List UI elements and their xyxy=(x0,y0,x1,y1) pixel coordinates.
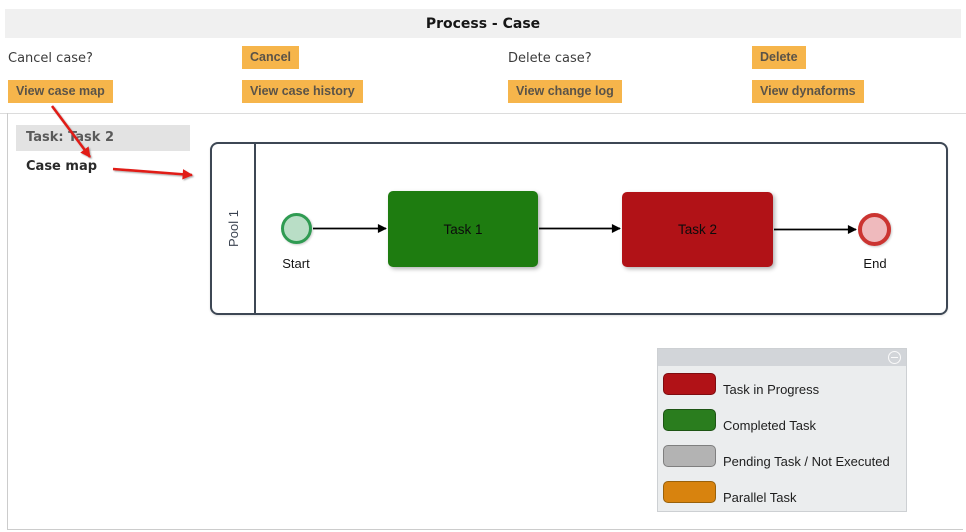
content-panel-border xyxy=(7,113,963,530)
legend-swatch-in-progress xyxy=(663,373,716,395)
legend-item: Pending Task / Not Executed xyxy=(663,445,906,469)
cancel-case-question: Cancel case? xyxy=(8,51,93,66)
legend-item: Parallel Task xyxy=(663,481,906,505)
sidebar-item-case-map: Case map xyxy=(26,159,98,174)
page-title: Process - Case xyxy=(425,15,541,32)
task-2-label: Task 2 xyxy=(677,222,718,237)
view-change-log-button[interactable]: View change log xyxy=(508,80,622,103)
legend-swatch-parallel xyxy=(663,481,716,503)
legend-label: Pending Task / Not Executed xyxy=(723,454,890,469)
toolbar-divider xyxy=(0,113,966,114)
view-dynaforms-button[interactable]: View dynaforms xyxy=(752,80,864,103)
end-event-label: End xyxy=(863,256,887,271)
pool-label: Pool 1 xyxy=(225,210,241,247)
legend-label: Task in Progress xyxy=(723,382,820,397)
legend-body: Task in Progress Completed Task Pending … xyxy=(658,366,906,505)
legend-panel: Task in Progress Completed Task Pending … xyxy=(657,348,907,512)
collapse-minus-icon[interactable] xyxy=(888,351,901,364)
view-case-map-button[interactable]: View case map xyxy=(8,80,113,103)
legend-swatch-completed xyxy=(663,409,716,431)
legend-label: Parallel Task xyxy=(723,490,797,505)
task-node-completed: Task 1 xyxy=(388,191,538,267)
delete-case-question: Delete case? xyxy=(508,51,592,66)
legend-item: Completed Task xyxy=(663,409,906,433)
task-1-label: Task 1 xyxy=(443,221,483,237)
start-event-node xyxy=(281,213,312,244)
legend-header xyxy=(658,349,906,366)
view-case-history-button[interactable]: View case history xyxy=(242,80,363,103)
pool-lane: Pool 1 xyxy=(212,144,256,313)
delete-button[interactable]: Delete xyxy=(752,46,806,69)
start-event-label: Start xyxy=(282,256,310,271)
legend-label: Completed Task xyxy=(723,418,816,433)
end-event-node xyxy=(858,213,891,246)
bpmn-pool: Pool 1 xyxy=(210,142,948,315)
cancel-button[interactable]: Cancel xyxy=(242,46,299,69)
legend-swatch-pending xyxy=(663,445,716,467)
legend-item: Task in Progress xyxy=(663,373,906,397)
page-title-bar: Process - Case xyxy=(5,9,961,38)
task-node-in-progress: Task 2 xyxy=(622,192,773,267)
sidebar-task-header: Task: Task 2 xyxy=(16,125,190,151)
